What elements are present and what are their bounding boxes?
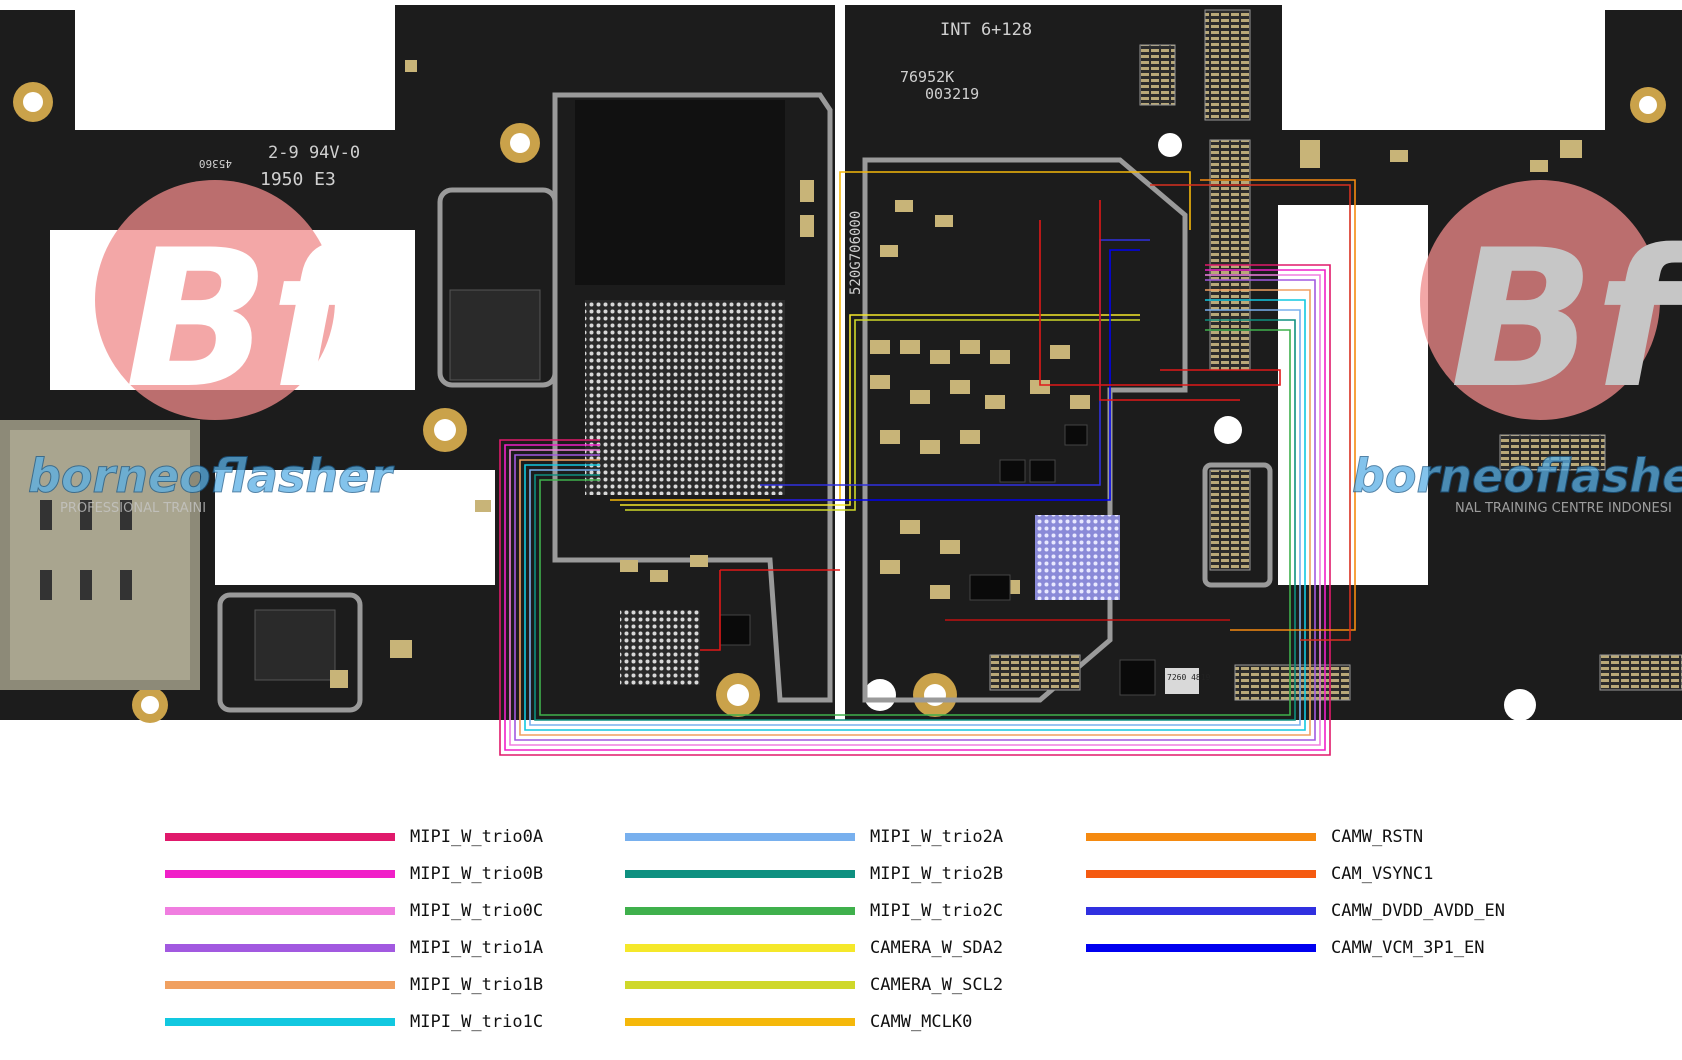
legend-swatch bbox=[625, 870, 855, 878]
legend-swatch bbox=[625, 944, 855, 952]
silkscreen-text: 2-9 94V-0 1950 E3 45360 INT 6+128 76952K… bbox=[199, 20, 1211, 694]
legend-swatch bbox=[625, 981, 855, 989]
left-small-chip bbox=[254, 609, 336, 681]
sim-tray bbox=[0, 420, 200, 690]
pcb-board-svg: 2-9 94V-0 1950 E3 45360 INT 6+128 76952K… bbox=[0, 5, 1682, 756]
legend-swatch bbox=[165, 981, 395, 989]
silk-chip-label: 7260 4819 bbox=[1167, 673, 1211, 682]
legend-label: CAMERA_W_SCL2 bbox=[870, 975, 1004, 995]
legend-item: MIPI_W_trio0A bbox=[165, 819, 585, 856]
legend-label: MIPI_W_trio2C bbox=[870, 901, 1004, 921]
legend-label: CAMERA_W_SDA2 bbox=[870, 938, 1004, 958]
silk-right-code: 76952K bbox=[900, 68, 954, 86]
legend-item: MIPI_W_trio1A bbox=[165, 930, 585, 967]
passive-components bbox=[330, 60, 1582, 688]
legend-swatch bbox=[625, 907, 855, 915]
legend-item: MIPI_W_trio2C bbox=[625, 893, 1045, 930]
watermark-logo-text-right: Bf bbox=[1450, 209, 1682, 430]
memory-chip bbox=[575, 100, 785, 285]
legend-item: CAMERA_W_SDA2 bbox=[625, 930, 1045, 967]
legend-label: MIPI_W_trio1B bbox=[410, 975, 544, 995]
silk-left-code2: 1950 E3 bbox=[260, 169, 336, 190]
legend-label: CAMW_DVDD_AVDD_EN bbox=[1331, 901, 1505, 921]
right-board-cutout bbox=[1278, 205, 1428, 585]
legend-swatch bbox=[1086, 944, 1316, 952]
pcb-board-diagram: 2-9 94V-0 1950 E3 45360 INT 6+128 76952K… bbox=[0, 5, 1682, 756]
legend-item: CAM_VSYNC1 bbox=[1086, 856, 1506, 893]
legend-label: CAMW_RSTN bbox=[1331, 827, 1424, 847]
silk-left-code: 2-9 94V-0 bbox=[268, 143, 360, 163]
legend-item: CAMW_VCM_3P1_EN bbox=[1086, 930, 1506, 967]
legend-item: MIPI_W_trio0B bbox=[165, 856, 585, 893]
watermark-brand-left: borneoflasher bbox=[28, 449, 395, 503]
legend-label: MIPI_W_trio1A bbox=[410, 938, 544, 958]
watermark-tagline-left: PROFESSIONAL TRAINI bbox=[60, 501, 206, 516]
legend-label: MIPI_W_trio0A bbox=[410, 827, 544, 847]
legend-item: MIPI_W_trio1C bbox=[165, 1004, 585, 1041]
silk-vertical-code: 520G706000 bbox=[848, 211, 864, 295]
signal-traces bbox=[499, 171, 1356, 756]
soc-bga-pads bbox=[585, 300, 785, 495]
legend-swatch bbox=[165, 1018, 395, 1026]
legend-swatch bbox=[1086, 907, 1316, 915]
qfn-chip bbox=[449, 289, 541, 381]
silk-right-code2: 003219 bbox=[925, 85, 979, 103]
legend-item: MIPI_W_trio1B bbox=[165, 967, 585, 1004]
legend-label: MIPI_W_trio2A bbox=[870, 827, 1004, 847]
left-board-cutout-bottom bbox=[215, 470, 495, 585]
legend-item: MIPI_W_trio2A bbox=[625, 819, 1045, 856]
watermark-tagline-right: NAL TRAINING CENTRE INDONESI bbox=[1455, 501, 1672, 516]
legend-item: MIPI_W_trio2B bbox=[625, 856, 1045, 893]
legend-label: CAMW_VCM_3P1_EN bbox=[1331, 938, 1485, 958]
watermark-logo-left bbox=[95, 180, 335, 420]
legend-swatch bbox=[1086, 833, 1316, 841]
legend-label: MIPI_W_trio0C bbox=[410, 901, 544, 921]
watermark-logo-right bbox=[1420, 180, 1660, 420]
sub-bga-pads-highlight bbox=[1035, 515, 1120, 600]
legend-swatch bbox=[165, 870, 395, 878]
legend-item: CAMW_MCLK0 bbox=[625, 1004, 1045, 1041]
legend-item: CAMERA_W_SCL2 bbox=[625, 967, 1045, 1004]
legend-label: MIPI_W_trio2B bbox=[870, 864, 1004, 884]
watermark-logo-text-left: Bf bbox=[125, 209, 373, 430]
signal-legend: MIPI_W_trio0A MIPI_W_trio0B MIPI_W_trio0… bbox=[0, 800, 1682, 1060]
legend-swatch bbox=[625, 1018, 855, 1026]
legend-item: MIPI_W_trio0C bbox=[165, 893, 585, 930]
legend-swatch bbox=[625, 833, 855, 841]
legend-label: MIPI_W_trio0B bbox=[410, 864, 544, 884]
mounting-holes bbox=[13, 82, 1666, 723]
legend-item: CAMW_DVDD_AVDD_EN bbox=[1086, 893, 1506, 930]
silk-ram: INT 6+128 bbox=[940, 20, 1032, 40]
board-connectors bbox=[989, 9, 1682, 701]
legend-swatch bbox=[165, 944, 395, 952]
pmic-bga-pads bbox=[620, 610, 700, 685]
legend-item: CAMW_RSTN bbox=[1086, 819, 1506, 856]
legend-swatch bbox=[1086, 870, 1316, 878]
legend-swatch bbox=[165, 833, 395, 841]
watermark-brand-right: borneoflasher bbox=[1352, 449, 1682, 503]
legend-label: CAM_VSYNC1 bbox=[1331, 864, 1434, 884]
legend-label: MIPI_W_trio1C bbox=[410, 1012, 544, 1032]
legend-swatch bbox=[165, 907, 395, 915]
legend-label: CAMW_MCLK0 bbox=[870, 1012, 973, 1032]
silk-left-small: 45360 bbox=[199, 157, 232, 170]
dark-components bbox=[719, 424, 1156, 696]
watermark: Bf Bf borneoflasher borneoflasher PROFES… bbox=[28, 180, 1682, 516]
